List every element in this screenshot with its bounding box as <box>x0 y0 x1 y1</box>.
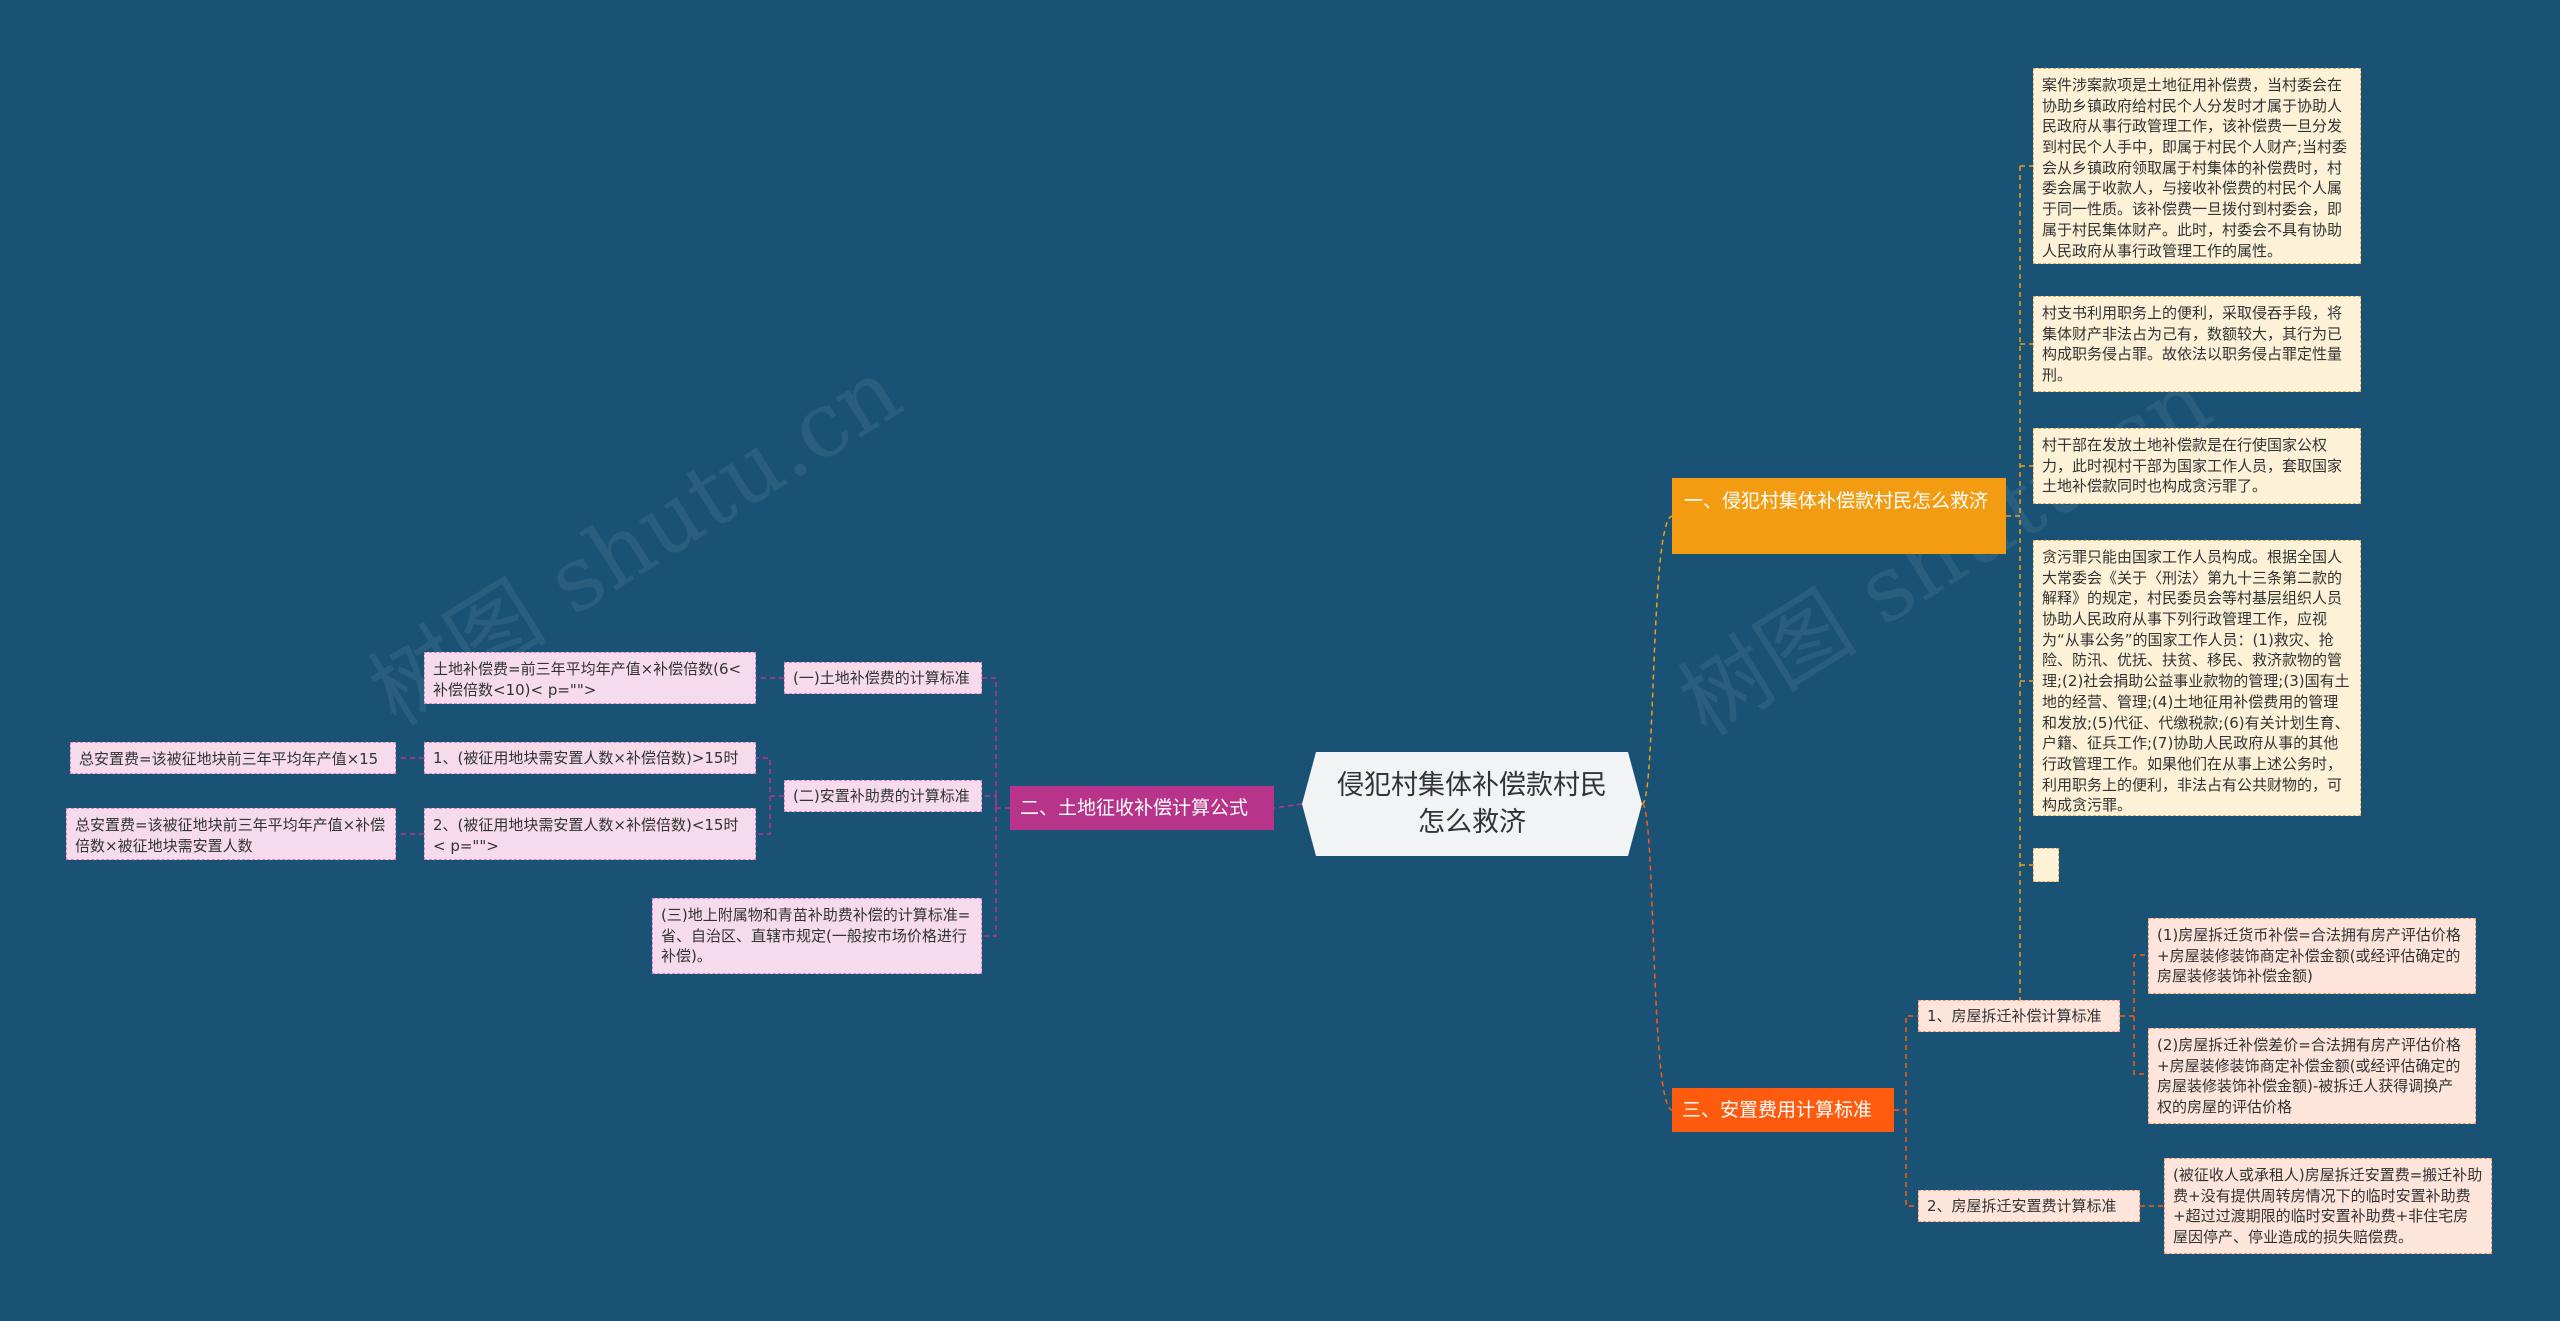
leaf-remedy-4[interactable]: 贪污罪只能由国家工作人员构成。根据全国人大常委会《关于〈刑法〉第九十三条第二款的… <box>2033 540 2361 816</box>
sub-demolition-compensation[interactable]: 1、房屋拆迁补偿计算标准 <box>1918 1000 2120 1032</box>
leaf-demolition-resettlement[interactable]: (被征收人或承租人)房屋拆迁安置费=搬迁补助费+没有提供周转房情况下的临时安置补… <box>2164 1158 2492 1254</box>
sub-demolition-resettlement[interactable]: 2、房屋拆迁安置费计算标准 <box>1918 1190 2140 1222</box>
leaf-remedy-2[interactable]: 村支书利用职务上的便利，采取侵吞手段，将集体财产非法占为己有，数额较大，其行为已… <box>2033 296 2361 392</box>
branch-remedy[interactable]: 一、侵犯村集体补偿款村民怎么救济 <box>1672 478 2006 554</box>
leaf-demolition-difference[interactable]: (2)房屋拆迁补偿差价=合法拥有房产评估价格+房屋装修装饰商定补偿金额(或经评估… <box>2148 1028 2476 1124</box>
leaf-remedy-empty[interactable] <box>2033 848 2059 882</box>
leaf-case-over-15[interactable]: 总安置费=该被征地块前三年平均年产值×15 <box>70 742 396 774</box>
sub-land-compensation[interactable]: (一)土地补偿费的计算标准 <box>784 662 982 694</box>
branch-resettlement[interactable]: 三、安置费用计算标准 <box>1672 1088 1894 1132</box>
leaf-demolition-monetary[interactable]: (1)房屋拆迁货币补偿=合法拥有房产评估价格+房屋装修装饰商定补偿金额(或经评估… <box>2148 918 2476 994</box>
case-over-15[interactable]: 1、(被征用地块需安置人数×补偿倍数)>15时 <box>424 742 756 774</box>
leaf-remedy-3[interactable]: 村干部在发放土地补偿款是在行使国家公权力，此时视村干部为国家工作人员，套取国家土… <box>2033 428 2361 504</box>
case-under-15[interactable]: 2、(被征用地块需安置人数×补偿倍数)<15时< p=""> <box>424 808 756 860</box>
sub-attachments[interactable]: (三)地上附属物和青苗补助费补偿的计算标准=省、自治区、直辖市规定(一般按市场价… <box>652 898 982 974</box>
root-topic-label: 侵犯村集体补偿款村民怎么救济 <box>1337 769 1607 838</box>
sub-resettlement-subsidy[interactable]: (二)安置补助费的计算标准 <box>784 780 982 812</box>
branch-formula[interactable]: 二、土地征收补偿计算公式 <box>1010 786 1274 830</box>
leaf-land-compensation[interactable]: 土地补偿费=前三年平均年产值×补偿倍数(6<补偿倍数<10)< p=""> <box>424 652 756 704</box>
leaf-case-under-15[interactable]: 总安置费=该被征地块前三年平均年产值×补偿倍数×被征地块需安置人数 <box>66 808 396 860</box>
root-topic[interactable]: 侵犯村集体补偿款村民怎么救济 <box>1302 752 1642 856</box>
leaf-remedy-1[interactable]: 案件涉案款项是土地征用补偿费，当村委会在协助乡镇政府给村民个人分发时才属于协助人… <box>2033 68 2361 264</box>
